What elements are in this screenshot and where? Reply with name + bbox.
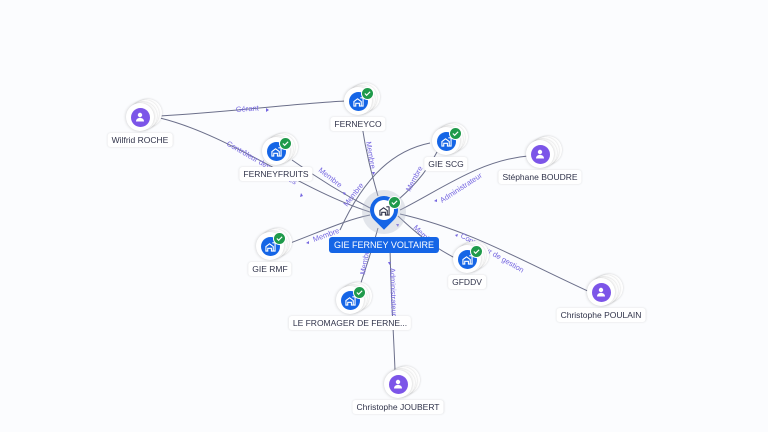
verified-check-icon <box>470 245 483 258</box>
edge-label-membre-ferneyco: Membre <box>364 141 378 170</box>
node-circle[interactable] <box>587 278 615 306</box>
node-label[interactable]: GFDDV <box>448 275 486 289</box>
node-label[interactable]: GIE RMF <box>248 262 292 276</box>
node-label[interactable]: GIE SCG <box>424 157 468 171</box>
edge-poulain-central <box>399 213 591 293</box>
node-label[interactable]: Christophe POULAIN <box>556 308 646 322</box>
node-label[interactable]: Wilfrid ROCHE <box>107 133 173 147</box>
arrow-icon <box>300 193 303 197</box>
edge-joubert-central <box>389 239 396 371</box>
person-icon <box>388 374 408 394</box>
edge-giescg-central-a <box>339 142 431 231</box>
verified-check-icon <box>279 137 292 150</box>
arrow-icon <box>434 199 437 202</box>
arrow-icon <box>306 241 309 244</box>
edge-label-administrateur-joubert: Administrateur <box>388 268 399 317</box>
verified-check-icon <box>449 127 462 140</box>
person-icon <box>530 144 550 164</box>
person-icon <box>591 282 611 302</box>
node-circle[interactable] <box>526 140 554 168</box>
node-label[interactable]: Christophe JOUBERT <box>352 400 444 414</box>
arrow-icon <box>388 262 391 265</box>
node-label[interactable]: LE FROMAGER DE FERNE... <box>288 316 412 330</box>
edge-label-gerant: Gérant <box>236 103 260 114</box>
edge-label-membre-giescg-b: Membre <box>404 164 425 193</box>
verified-check-icon <box>388 196 401 209</box>
node-circle[interactable] <box>126 103 154 131</box>
edge-stephane-central <box>399 155 529 211</box>
node-circle[interactable] <box>344 87 372 115</box>
edge-wilfrid-ferneyco <box>159 100 346 117</box>
node-label[interactable]: Stéphane BOUDRE <box>498 170 582 184</box>
verified-check-icon <box>353 286 366 299</box>
person-icon <box>130 107 150 127</box>
edge-giermf-central <box>284 214 371 246</box>
verified-check-icon <box>361 87 374 100</box>
verified-check-icon <box>273 232 286 245</box>
arrow-icon <box>343 192 346 195</box>
node-label[interactable]: FERNEYFRUITS <box>239 167 313 181</box>
node-label[interactable]: FERNEYCO <box>330 117 386 131</box>
arrow-icon <box>266 108 269 112</box>
node-circle[interactable] <box>384 370 412 398</box>
arrow-icon <box>455 234 458 237</box>
edge-wilfrid-central <box>159 117 371 213</box>
central-node-label[interactable]: GIE FERNEY VOLTAIRE <box>328 237 440 253</box>
arrow-icon <box>372 172 375 175</box>
arrow-icon <box>396 224 399 227</box>
edge-ferneyfruits-central <box>291 159 371 209</box>
edge-label-administrateur-stephane: Administrateur <box>438 171 484 205</box>
